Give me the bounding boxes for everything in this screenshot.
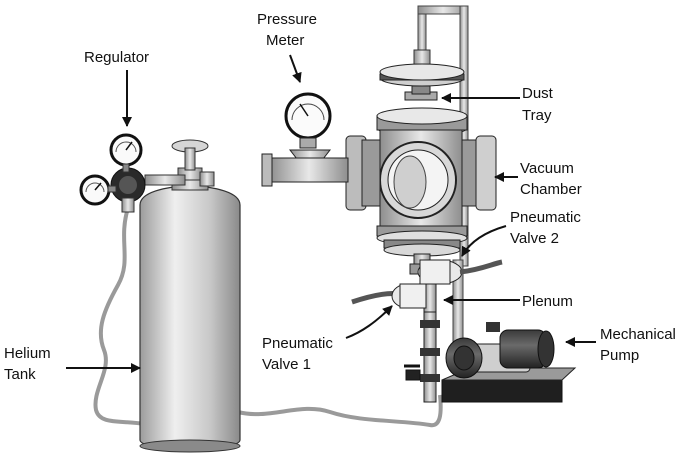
pneumatic-valve2-arrow	[461, 225, 507, 257]
pneumatic-valve1-label-line2: Valve 1	[262, 356, 311, 373]
helium-tank-label-line2: Tank	[4, 366, 36, 383]
pneumatic-valve1-arrow	[345, 305, 393, 339]
regulator-label: Regulator	[84, 49, 149, 66]
vacuum-chamber-label-line2: Chamber	[520, 181, 582, 198]
tank-valve-handwheel	[171, 139, 209, 171]
regulator-gauge-top	[109, 133, 143, 173]
tank-regulator-pipe	[144, 174, 186, 186]
gauge-pipe	[261, 149, 349, 187]
regulator	[79, 133, 146, 213]
pressure-meter-label-line2: Meter	[266, 32, 304, 49]
helium-tank-label-line1: Helium	[4, 345, 51, 362]
pneumatic-valve-2	[409, 259, 503, 285]
helium-hose	[93, 207, 150, 426]
pneumatic-valve1-label-line1: Pneumatic	[262, 335, 333, 352]
pneumatic-valve2-label-line2: Valve 2	[510, 230, 559, 247]
helium-tank	[139, 167, 241, 453]
dust-tray-label-line2: Tray	[522, 107, 552, 124]
regulator-gauge-left	[79, 174, 117, 206]
manifold-line	[404, 311, 440, 403]
pressure-meter-label-line1: Pressure	[257, 11, 317, 28]
pneumatic-valve-1	[351, 283, 427, 309]
chamber-top-lid	[379, 49, 465, 87]
pneumatic-valve2-label-line1: Pneumatic	[510, 209, 581, 226]
dust-tray-label-line1: Dust	[522, 85, 554, 102]
dust-tray	[404, 85, 438, 101]
pressure-meter-arrow	[289, 54, 302, 83]
plenum-label: Plenum	[522, 293, 573, 310]
mechanical-pump	[441, 322, 577, 403]
vacuum-chamber-label-line1: Vacuum	[520, 160, 574, 177]
pressure-meter	[284, 92, 332, 149]
helium-hose-lower	[237, 394, 443, 428]
label-arrows	[66, 54, 596, 373]
mechanical-pump-label-line2: Pump	[600, 347, 639, 364]
vacuum-chamber	[345, 107, 497, 269]
mechanical-pump-label-line1: Mechanical	[600, 326, 676, 343]
